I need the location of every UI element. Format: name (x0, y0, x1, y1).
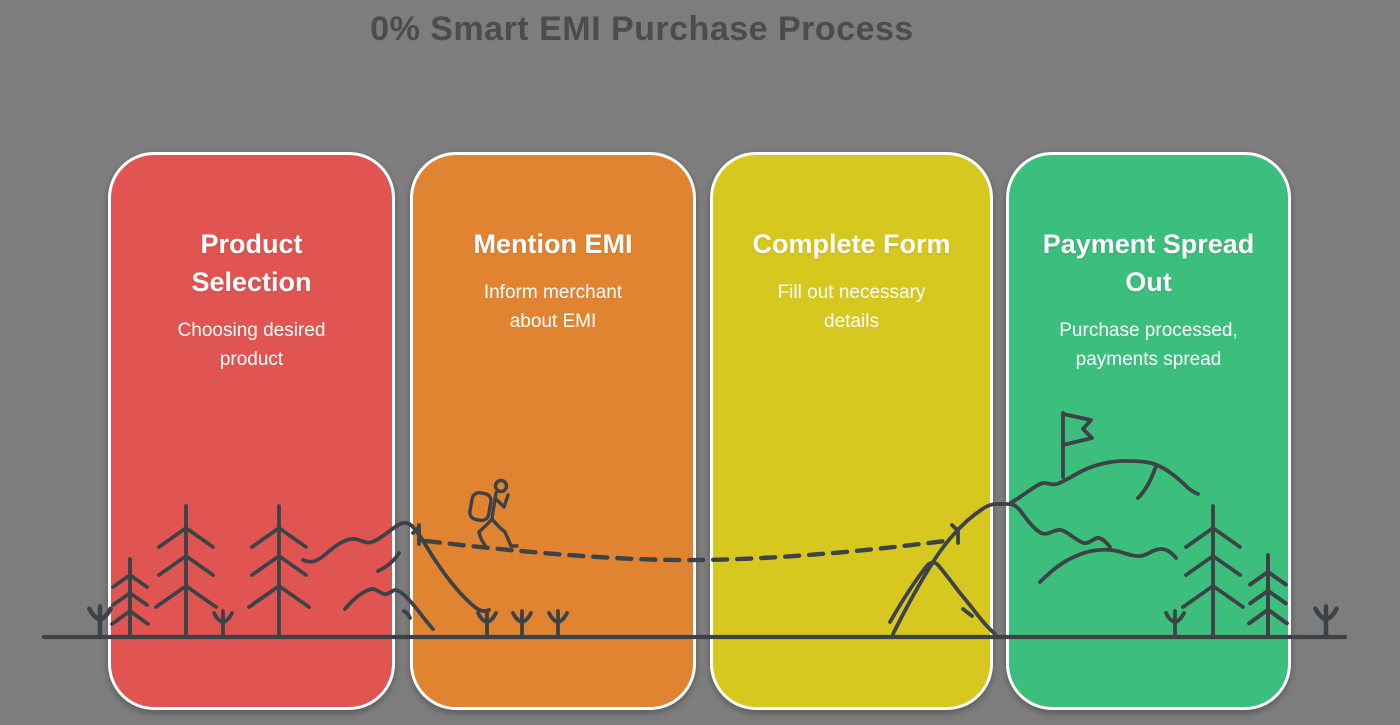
step-card-payment-spread-out: Payment Spread Out Purchase processed, p… (1006, 152, 1291, 710)
step-title: Mention EMI (473, 229, 633, 259)
step-title: Complete Form (752, 229, 951, 259)
step-description: Choosing desired product (177, 320, 326, 370)
step-description: Purchase processed, payments spread (1059, 320, 1238, 370)
page-title: 0% Smart EMI Purchase Process (370, 10, 914, 48)
step-description: Inform merchant about EMI (483, 282, 623, 332)
step-card-mention-emi: Mention EMI Inform merchant about EMI (410, 152, 696, 710)
step-title: Payment Spread Out (1042, 229, 1255, 297)
step-description: Fill out necessary details (777, 282, 926, 332)
step-title: Product Selection (191, 229, 312, 297)
step-card-product-selection: Product Selection Choosing desired produ… (108, 152, 395, 710)
step-card-complete-form: Complete Form Fill out necessary details (710, 152, 993, 710)
